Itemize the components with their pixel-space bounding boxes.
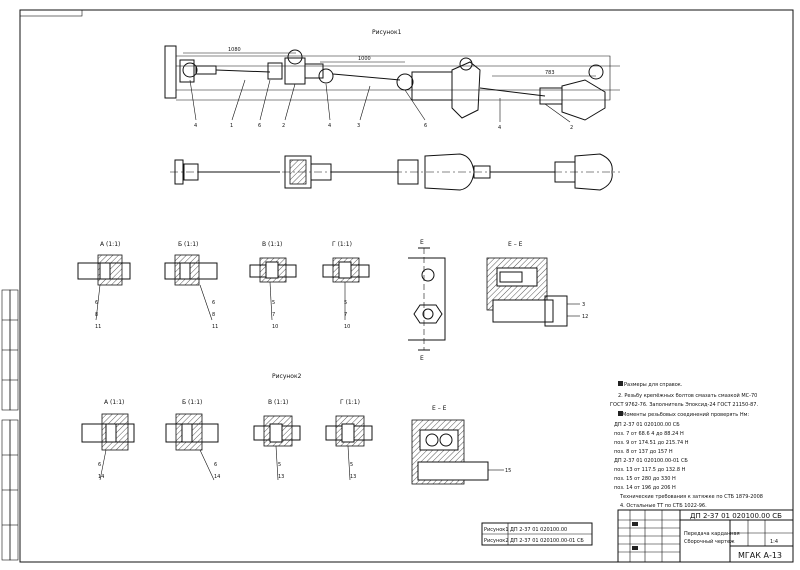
svg-text:5: 5 [344, 300, 347, 306]
figure1-front-view [170, 153, 620, 191]
callout-1: 4 [194, 123, 197, 129]
svg-text:7: 7 [344, 312, 347, 318]
svg-text:6: 6 [212, 300, 215, 306]
svg-text:Е – Е: Е – Е [508, 241, 523, 248]
svg-text:5: 5 [272, 300, 275, 306]
svg-text:Е: Е [420, 239, 424, 246]
svg-text:13: 13 [350, 474, 356, 480]
svg-text:15: 15 [505, 468, 511, 474]
svg-text:11: 11 [95, 324, 101, 330]
svg-text:Г (1:1): Г (1:1) [340, 399, 360, 406]
section-v1: В (1:1) 5 7 10 [249, 241, 297, 330]
sheet-frame [1, 9, 794, 563]
name-line2: Сборочный чертеж [684, 538, 735, 545]
dim-1000: 1000 [358, 56, 371, 62]
callout-5: 4 [328, 123, 331, 129]
svg-text:11: 11 [212, 324, 218, 330]
callout-2: 1 [230, 123, 233, 129]
svg-text:10: 10 [272, 324, 278, 330]
svg-text:Размеры для справок.: Размеры для справок. [624, 382, 683, 388]
section-b1: Б (1:1) 6 8 11 [164, 241, 218, 330]
svg-text:12: 12 [582, 314, 588, 320]
svg-text:поз. 15 от 280 до 330 Н: поз. 15 от 280 до 330 Н [614, 476, 676, 482]
svg-text:5: 5 [350, 462, 353, 468]
figure1-top-view: Рисунок1 1080 1000 783 [164, 29, 620, 131]
callout-8: 4 [498, 125, 501, 131]
sections-row1: А (1:1) 6 8 11 Б (1:1) 6 8 11 В (1:1) [77, 241, 370, 330]
svg-text:Рисунок2: Рисунок2 [484, 538, 509, 544]
callout-9: 2 [570, 125, 573, 131]
svg-text:Б (1:1): Б (1:1) [178, 241, 198, 248]
svg-text:10: 10 [344, 324, 350, 330]
callout-7: 6 [424, 123, 427, 129]
svg-text:8: 8 [95, 312, 98, 318]
section-g2: Г (1:1) 5 13 [325, 399, 373, 481]
svg-text:ДП 2-37 01 020100.00-01 СБ: ДП 2-37 01 020100.00-01 СБ [614, 458, 688, 464]
title-block: ДП 2-37 01 020100.00 СБ Передача карданн… [617, 509, 794, 563]
svg-text:Е – Е: Е – Е [432, 405, 447, 412]
svg-text:8: 8 [212, 312, 215, 318]
svg-text:2. Резьбу крепёжных болтов сма: 2. Резьбу крепёжных болтов смазать смазк… [618, 392, 757, 399]
svg-text:поз. 14 от 196 до 206 Н: поз. 14 от 196 до 206 Н [614, 485, 676, 491]
sections-row2: А (1:1) 6 14 Б (1:1) 6 14 В (1:1) 5 13 [81, 399, 373, 481]
svg-text:В (1:1): В (1:1) [268, 399, 288, 406]
scale: 1:4 [770, 539, 778, 545]
svg-text:3: 3 [582, 302, 585, 308]
section-g1: Г (1:1) 5 7 10 [322, 241, 370, 330]
svg-text:А (1:1): А (1:1) [104, 399, 124, 406]
dim-783: 783 [545, 70, 555, 76]
svg-text:14: 14 [98, 474, 104, 480]
dim-1080: 1080 [228, 47, 241, 53]
svg-text:ДП 2-37 01 020100.00-01 СБ: ДП 2-37 01 020100.00-01 СБ [510, 538, 584, 544]
svg-text:4. Остальные ТТ по СТБ 1022-96: 4. Остальные ТТ по СТБ 1022-96. [620, 503, 707, 509]
svg-text:7: 7 [272, 312, 275, 318]
svg-text:Е: Е [420, 355, 424, 362]
section-b2: Б (1:1) 6 14 [165, 399, 220, 481]
svg-text:поз. 7 от 68.6 4 до 88.24 Н: поз. 7 от 68.6 4 до 88.24 Н [614, 431, 684, 437]
spec-table: Рисунок1 ДП 2-37 01 020100.00 Рисунок2 Д… [481, 522, 593, 546]
svg-text:6: 6 [98, 462, 101, 468]
view-e: Е Е [408, 239, 446, 362]
svg-text:ДП 2-37 01 020100.00 СБ: ДП 2-37 01 020100.00 СБ [614, 422, 680, 428]
section-a2: А (1:1) 6 14 [81, 399, 135, 481]
callout-6: 3 [357, 123, 360, 129]
name-line1: Передача карданная [684, 531, 740, 537]
svg-text:14: 14 [214, 474, 220, 480]
svg-text:6: 6 [214, 462, 217, 468]
svg-text:Г (1:1): Г (1:1) [332, 241, 352, 248]
svg-text:поз. 8 от 137 до 157 Н: поз. 8 от 137 до 157 Н [614, 449, 673, 455]
callout-3: 6 [258, 123, 261, 129]
section-a1: А (1:1) 6 8 11 [77, 241, 131, 330]
organization: МГАК А-13 [738, 551, 782, 560]
svg-text:Б (1:1): Б (1:1) [182, 399, 202, 406]
svg-text:ГОСТ 9762-76. Заполнитель Эпок: ГОСТ 9762-76. Заполнитель Эпоксид-24 ГОС… [610, 402, 758, 408]
section-v2: В (1:1) 5 13 [253, 399, 301, 481]
doc-code: ДП 2-37 01 020100.00 СБ [690, 512, 782, 520]
technical-notes: Размеры для справок. 2. Резьбу крепёжных… [610, 381, 763, 509]
figure1-title: Рисунок1 [372, 29, 402, 36]
svg-text:поз. 9 от 174.51 до 215.74 Н: поз. 9 от 174.51 до 215.74 Н [614, 440, 689, 446]
svg-text:6: 6 [95, 300, 98, 306]
svg-text:А (1:1): А (1:1) [100, 241, 120, 248]
callout-4: 2 [282, 123, 285, 129]
figure2-title: Рисунок2 [272, 373, 302, 380]
section-e-e-2: Е – Е 15 [411, 405, 511, 485]
svg-text:Рисунок1: Рисунок1 [484, 527, 509, 533]
svg-text:ДП 2-37 01 020100.00: ДП 2-37 01 020100.00 [510, 527, 567, 533]
svg-text:поз. 13 от 117.5 до 132.8 Н: поз. 13 от 117.5 до 132.8 Н [614, 467, 686, 473]
section-e-e-1: Е – Е 3 12 [486, 241, 588, 327]
svg-text:Технические требования к затяж: Технические требования к затяжке по СТБ … [619, 494, 763, 500]
svg-text:5: 5 [278, 462, 281, 468]
svg-text:В (1:1): В (1:1) [262, 241, 282, 248]
svg-text:13: 13 [278, 474, 284, 480]
svg-text:Моменты резьбовых соединений п: Моменты резьбовых соединений проверять Н… [622, 411, 749, 418]
